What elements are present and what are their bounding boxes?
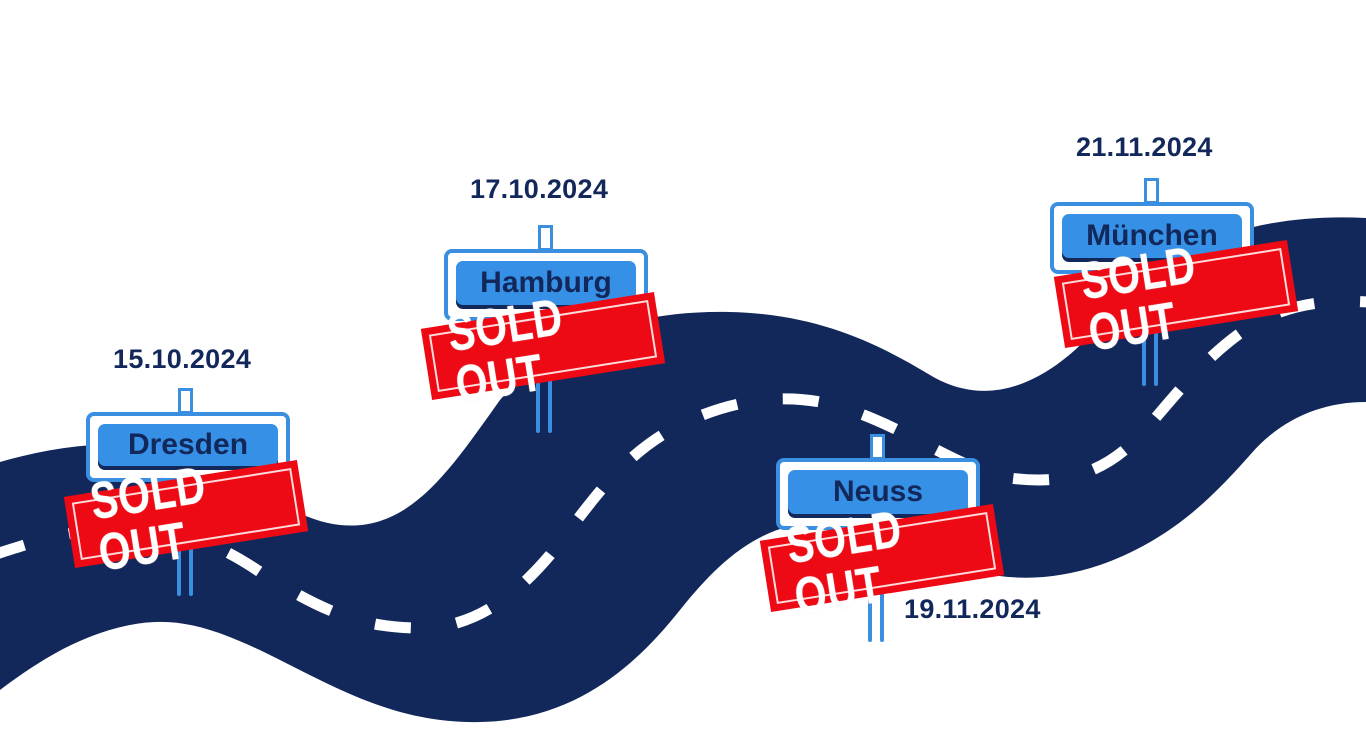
sign-post-top <box>538 225 553 251</box>
sold-out-stamp: SOLD OUT <box>63 456 309 583</box>
date-dresden: 15.10.2024 <box>113 344 252 374</box>
city-sign-board: Neuss <box>776 458 980 530</box>
sign-post-top <box>178 388 193 414</box>
sign-neuss: Neuss <box>776 434 980 644</box>
sold-out-stamp: SOLD OUT <box>420 288 666 415</box>
sign-post-top <box>870 434 885 460</box>
city-name: Dresden <box>127 428 249 461</box>
sign-post-top <box>1144 178 1159 204</box>
date-muenchen: 21.11.2024 <box>1076 132 1213 162</box>
city-sign-board: München <box>1050 202 1254 274</box>
sold-out-stamp: SOLD OUT <box>1053 236 1299 363</box>
sign-dresden: Dresden <box>86 388 290 598</box>
city-name: München <box>1086 219 1218 252</box>
road <box>0 217 1366 723</box>
lane-markings <box>0 295 1366 634</box>
date-hamburg: 17.10.2024 <box>470 174 609 204</box>
date-neuss: 19.11.2024 <box>904 594 1041 624</box>
city-sign-board: Dresden <box>86 412 290 482</box>
city-name: Neuss <box>832 475 924 508</box>
city-name: Hamburg <box>480 266 612 299</box>
